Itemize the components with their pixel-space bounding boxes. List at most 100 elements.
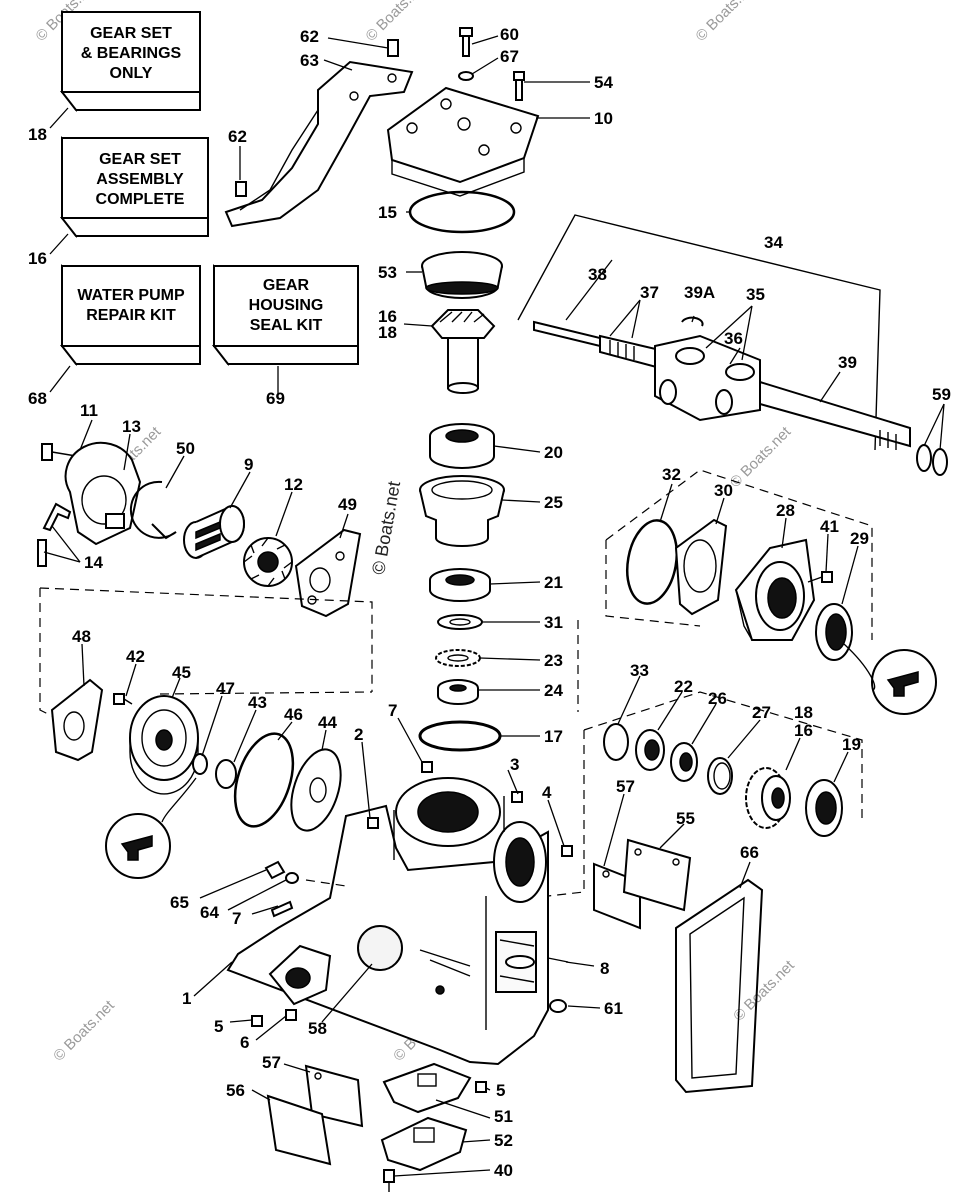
leader-lines <box>43 35 945 1177</box>
callout-44: 44 <box>318 713 337 732</box>
callout-33: 33 <box>630 661 649 680</box>
part-lockwasher-23 <box>435 649 481 667</box>
part-key-14 <box>37 502 72 567</box>
part-orings-59 <box>916 444 948 476</box>
callout-49: 49 <box>338 495 357 514</box>
callout-9: 9 <box>244 455 253 474</box>
part-screw-41 <box>807 571 833 583</box>
callout-18b: 18 <box>378 323 397 342</box>
callout-34: 34 <box>764 233 783 252</box>
callout-56: 56 <box>226 1081 245 1100</box>
callout-8: 8 <box>600 959 609 978</box>
callout-60: 60 <box>500 25 519 44</box>
part-bearing-22 <box>635 729 665 771</box>
part-gear-housing-1 <box>226 777 549 1066</box>
kit-box-gear-set-bearings: GEAR SET & BEARINGS ONLY <box>59 9 201 113</box>
kit-box-line: SEAL KIT <box>250 317 323 334</box>
part-bearing-26 <box>670 742 698 782</box>
kit-box-line: WATER PUMP <box>77 287 185 304</box>
callout-35: 35 <box>746 285 765 304</box>
kit-box-gear-housing-seal: GEAR HOUSING SEAL KIT <box>211 263 359 367</box>
callout-55: 55 <box>676 809 695 828</box>
callout-5: 5 <box>214 1017 223 1036</box>
callout-39a: 39A <box>684 283 715 302</box>
callout-11: 11 <box>80 401 98 420</box>
part-screw-42 <box>113 693 133 705</box>
callout-43: 43 <box>248 693 267 712</box>
callout-21: 21 <box>544 573 563 592</box>
part-oring-15 <box>408 190 516 234</box>
callout-25: 25 <box>544 493 563 512</box>
kit-box-line: ASSEMBLY <box>96 171 184 188</box>
part-oring-32 <box>626 519 678 605</box>
part-bearing-cup-53 <box>421 251 503 299</box>
part-gasket-30 <box>674 518 728 616</box>
watermark: © Boats.net <box>50 996 118 1064</box>
part-seal-29 <box>815 603 853 661</box>
part-plate-48 <box>50 678 104 762</box>
part-liner-9 <box>183 504 245 559</box>
callout-18c: 18 <box>794 703 813 722</box>
part-screw-40-5 <box>383 1081 487 1192</box>
part-washer-31 <box>437 614 483 630</box>
part-bracket-63 <box>224 60 414 228</box>
part-seal-47 <box>192 753 208 775</box>
callout-46: 46 <box>284 705 303 724</box>
kit-box-line: COMPLETE <box>96 191 185 208</box>
callout-67: 67 <box>500 47 519 66</box>
part-plate-57-bottom <box>304 1064 364 1128</box>
watermark: © Boats.net <box>692 0 760 45</box>
part-bearing-21 <box>429 568 491 602</box>
part-gasket-50 <box>129 480 177 540</box>
callout-38: 38 <box>588 265 607 284</box>
watermark: © Boats.net <box>362 0 430 45</box>
callout-57b: 57 <box>262 1053 281 1072</box>
callout-7b: 7 <box>232 909 241 928</box>
assembly-guides <box>39 469 873 897</box>
part-plate-56 <box>266 1094 332 1166</box>
callout-15: 15 <box>378 203 397 222</box>
callout-2: 2 <box>354 725 363 744</box>
part-oring-33 <box>603 723 629 761</box>
part-plate-44 <box>290 748 342 832</box>
callout-14: 14 <box>84 553 103 572</box>
part-bearing-19 <box>805 779 843 837</box>
small-parts-housing <box>251 761 573 1027</box>
callout-41: 41 <box>820 517 839 536</box>
kit-box-line: HOUSING <box>249 297 324 314</box>
part-pinion-gear-16 <box>430 309 496 394</box>
part-cover-plate-10 <box>386 86 540 197</box>
kit-box-line: GEAR SET <box>99 151 181 168</box>
callout-16b: 16 <box>378 307 397 326</box>
callout-54: 54 <box>594 73 613 92</box>
callout-47: 47 <box>216 679 235 698</box>
part-oring-17 <box>418 720 502 752</box>
callout-39: 39 <box>838 353 857 372</box>
callout-58: 58 <box>308 1019 327 1038</box>
part-bearing-housing-25 <box>419 475 505 547</box>
callout-52: 52 <box>494 1131 513 1150</box>
callout-50: 50 <box>176 439 195 458</box>
callout-12: 12 <box>284 475 303 494</box>
callout-labels: 18 16 68 69 62 63 62 60 67 54 10 15 53 1… <box>28 25 951 1180</box>
callout-17: 17 <box>544 727 563 746</box>
kit-box-line: & BEARINGS <box>81 45 182 62</box>
part-bearing-20 <box>429 423 495 469</box>
callout-69: 69 <box>266 389 285 408</box>
callout-7: 7 <box>388 701 397 720</box>
callout-42: 42 <box>126 647 145 666</box>
callout-30: 30 <box>714 481 733 500</box>
part-oring-46 <box>233 732 295 828</box>
callout-65: 65 <box>170 893 189 912</box>
callout-36: 36 <box>724 329 743 348</box>
callout-16c: 16 <box>794 721 813 740</box>
callout-32: 32 <box>662 465 681 484</box>
part-plate-52 <box>380 1116 468 1172</box>
callout-40: 40 <box>494 1161 513 1180</box>
callout-24: 24 <box>544 681 563 700</box>
part-shaft-assembly-34 <box>517 214 911 451</box>
part-gear-16-18 <box>745 767 791 829</box>
callout-5b: 5 <box>496 1081 505 1100</box>
callout-68: 68 <box>28 389 47 408</box>
